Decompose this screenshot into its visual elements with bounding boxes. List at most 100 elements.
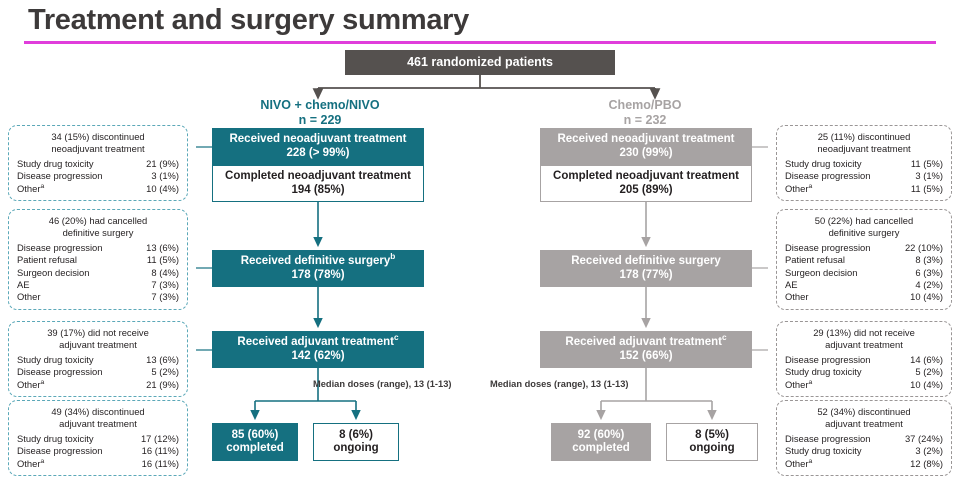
left-received-neoadjuvant-value: 228 (> 99%) xyxy=(286,146,350,159)
footnote-marker-c: c xyxy=(393,333,399,343)
annotation-row-label: Othera xyxy=(785,378,813,390)
annotation-row-label: Study drug toxicity xyxy=(785,366,862,378)
annotation-row: Disease progression 22 (10%) xyxy=(785,242,943,254)
annotation-row-value: 3 (2%) xyxy=(915,445,943,457)
annotation-row-value: 16 (11%) xyxy=(141,445,179,457)
annotation-row-label: Patient refusal xyxy=(17,254,77,266)
arm-right-name: Chemo/PBO xyxy=(608,98,682,112)
left-ongoing-adjuvant-value: 8 (6%) xyxy=(339,428,373,441)
annotation-rows: Study drug toxicity 11 (5%) Disease progre… xyxy=(785,158,943,195)
footnote-marker-a: a xyxy=(40,378,45,386)
arm-left-name: NIVO + chemo/NIVO xyxy=(260,98,380,112)
annotation-row: Othera 10 (4%) xyxy=(785,379,943,391)
annotation-row-label: Disease progression xyxy=(17,241,103,253)
annotation-row-value: 5 (2%) xyxy=(151,366,179,378)
left-ongoing-adjuvant-label: ongoing xyxy=(333,442,379,454)
annotation-row-label: Other xyxy=(785,291,809,303)
annotation-row: Disease progression 13 (6%) xyxy=(17,242,179,254)
annotation-row-value: 16 (11%) xyxy=(141,457,179,469)
annotation-row-label: Surgeon decision xyxy=(785,266,858,278)
annotation-row-label: Study drug toxicity xyxy=(17,432,94,444)
randomized-patients-box: 461 randomized patients xyxy=(345,50,615,75)
footnote-marker-a: a xyxy=(40,182,45,190)
annotation-row-value: 22 (10%) xyxy=(904,241,943,253)
annotation-header-line2: neoadjuvant treatment xyxy=(817,143,911,155)
annotation-row-label: Othera xyxy=(785,182,813,194)
annotation-row-value: 4 (2%) xyxy=(915,279,943,291)
annotation-header-line1: 50 (22%) had cancelled xyxy=(814,215,914,226)
left-completed-neoadjuvant-value: 194 (85%) xyxy=(291,183,345,196)
annotation-row-value: 12 (8%) xyxy=(910,457,943,469)
left-completed-adjuvant-box: 85 (60%) completed xyxy=(212,423,298,461)
annotation-row-label: Disease progression xyxy=(785,241,871,253)
annotation-row-label: Disease progression xyxy=(785,170,871,182)
annotation-row-value: 13 (6%) xyxy=(146,241,179,253)
left-definitive-surgery-value: 178 (78%) xyxy=(291,268,345,281)
footnote-marker-b: b xyxy=(390,252,396,262)
annotation-row-label: Study drug toxicity xyxy=(785,157,862,169)
annotation-rows: Disease progression 13 (6%) Patient refusa… xyxy=(17,242,179,304)
left-ongoing-adjuvant-box: 8 (6%) ongoing xyxy=(313,423,399,461)
annotation-row-value: 11 (5%) xyxy=(910,182,943,194)
left-received-neoadjuvant-box: Received neoadjuvant treatment 228 (> 99… xyxy=(212,128,424,165)
annotation-row-value: 7 (3%) xyxy=(151,291,179,303)
annotation-row-value: 14 (6%) xyxy=(910,353,943,365)
annotation-row-label: Other xyxy=(17,291,41,303)
annotation-row-label: Disease progression xyxy=(17,445,103,457)
right-completed-neoadjuvant-title: Completed neoadjuvant treatment xyxy=(553,170,739,183)
annotation-header-line2: adjuvant treatment xyxy=(59,339,137,351)
left-adjuvant-treatment-value: 142 (62%) xyxy=(291,349,345,362)
annotation-row-label: Surgeon decision xyxy=(17,266,90,278)
right-completed-adjuvant-value: 92 (60%) xyxy=(577,428,625,441)
right-completed-adjuvant-label: completed xyxy=(572,442,630,454)
left-adjuvant-treatment-box: Received adjuvant treatmentc 142 (62%) xyxy=(212,331,424,368)
footnote-marker-a: a xyxy=(808,378,813,386)
annotation-row-label: Study drug toxicity xyxy=(17,157,94,169)
annotation-header-line2: adjuvant treatment xyxy=(825,418,903,430)
annotation-row-value: 10 (4%) xyxy=(910,378,943,390)
right-received-neoadjuvant-title: Received neoadjuvant treatment xyxy=(557,133,735,146)
annotation-row-value: 21 (9%) xyxy=(146,378,179,390)
left-completed-adjuvant-value: 85 (60%) xyxy=(231,428,279,441)
footnote-marker-a: a xyxy=(808,457,813,465)
annotation-row: Study drug toxicity 21 (9%) xyxy=(17,158,179,170)
annotation-header-line2: neoadjuvant treatment xyxy=(51,143,145,155)
annotation-row-value: 7 (3%) xyxy=(151,279,179,291)
annotation-row-value: 21 (9%) xyxy=(146,157,179,169)
annotation-row-value: 11 (5%) xyxy=(910,157,943,169)
annotation-row-value: 10 (4%) xyxy=(146,182,179,194)
annotation-row-label: Othera xyxy=(17,378,45,390)
left-adjuvant-treatment-title: Received adjuvant treatmentc xyxy=(237,333,399,349)
annotation-row: Othera 11 (5%) xyxy=(785,183,943,195)
page-title: Treatment and surgery summary xyxy=(28,4,469,36)
left-completed-neoadjuvant-title: Completed neoadjuvant treatment xyxy=(225,170,411,183)
annotation-header-line2: adjuvant treatment xyxy=(59,418,137,430)
annotation-row-value: 11 (5%) xyxy=(146,254,179,266)
